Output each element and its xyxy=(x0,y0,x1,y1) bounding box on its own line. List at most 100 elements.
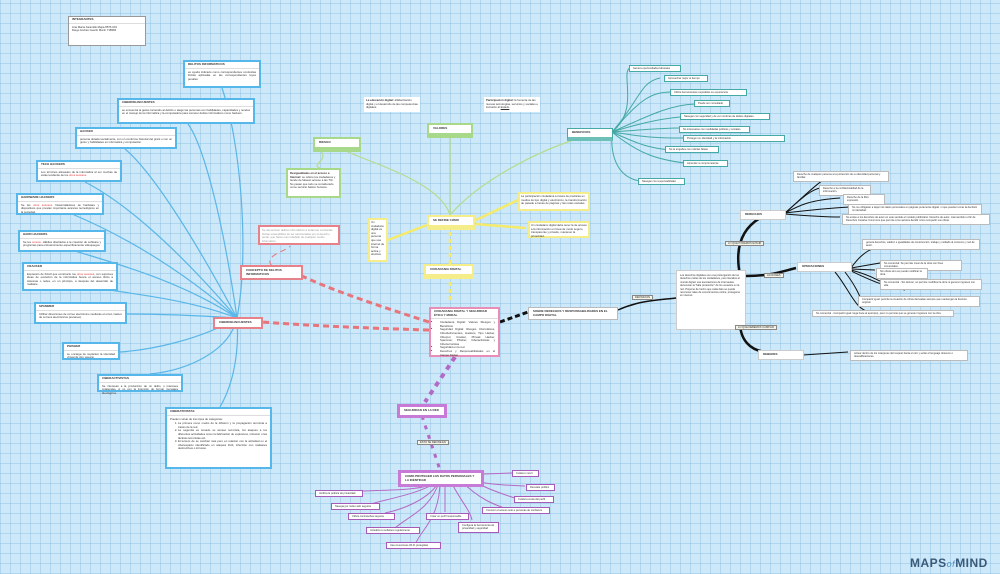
desigualdades-text: Desigualdades en el acceso a Internet: s… xyxy=(286,168,341,198)
deber-leaf: Actuar dentro de los márgenes del respet… xyxy=(850,350,968,361)
proteccion-leaf: Conocer el acceso solo a personas de con… xyxy=(482,507,550,515)
box-title: TECH HACKERS xyxy=(38,162,120,169)
box-title: HARDWARE HACKERS xyxy=(18,195,102,202)
box-body: Infiltrar direcciones de correo electrón… xyxy=(39,311,122,320)
box-title: HARD HACKERS xyxy=(20,232,104,239)
highlight: otros sucesos xyxy=(76,271,95,276)
ciudadania-digital-hub[interactable]: CIUDADANIA DIGITAL xyxy=(424,264,474,279)
beneficio-leaf: Navegar con responsabilidad xyxy=(638,178,685,186)
bullet: Ciudadanía Digital: Valores Riesgos y Be… xyxy=(440,320,495,328)
teal-connectors xyxy=(611,67,696,182)
seguridad-red-hub[interactable]: SEGURIDAD EN LA RED xyxy=(397,404,447,418)
box-body: se encarga de suplantar la identidad vir… xyxy=(67,351,115,360)
box-body: Pueden cursar de tres tipos de categoría… xyxy=(170,416,223,421)
box-body: , con suprimes ideas de evolución de la … xyxy=(27,271,114,287)
derecho-leaf: No existe a los derechos de autor en est… xyxy=(842,214,990,225)
ciberdelincuentes-hub[interactable]: CIBERDELINCUENTES xyxy=(213,317,263,329)
proteccion-leaf: Cuida tu móvil xyxy=(512,470,539,478)
bold-lead: Desigualdades en el acceso a Internet: xyxy=(290,171,330,179)
beneficio-leaf: No interesarse con medidadas políticas y… xyxy=(679,126,750,134)
proteger-datos-hub[interactable]: COMO PROTEGER LOS DATOS PERSONALES Y LA … xyxy=(398,470,484,488)
green-connectors xyxy=(316,135,581,216)
maps-of-mind-logo: MAPSofMIND xyxy=(910,556,988,570)
participacion-text: La participación ciudadana a través de p… xyxy=(518,192,590,211)
box-title: SPAMMER xyxy=(36,304,125,311)
box-title: CIBERACTIVISTAS xyxy=(99,376,181,383)
member-2: Diego Andrés Guarín Marín 718966 xyxy=(72,28,117,33)
text-body: alfabetización digital y el desarrollo d… xyxy=(366,98,418,110)
deberes-hub[interactable]: DEBERES xyxy=(758,350,804,360)
proteccion-leaf: Usa conexiones Wi-Fi protegidas xyxy=(386,542,441,550)
beneficio-leaf: Aprovechar mejor el tiempo xyxy=(664,75,708,83)
participacion-digital-text: Participación digital: la fomenta de las… xyxy=(484,97,540,112)
bold-lead: Participación digital: xyxy=(486,98,514,102)
box-body: persona dotada socialmente, con un confo… xyxy=(80,136,172,145)
acceso-info-text: Un ciudadano digital debe tener la de ac… xyxy=(528,221,590,238)
beneficio-leaf: Genera oportunidades laborales xyxy=(629,65,681,73)
box-title: CIBERATIVISTAS xyxy=(167,409,270,416)
operacion-leaf: No comercial - Compartir igual: tiega ha… xyxy=(812,310,954,318)
info-title: INTEGRANTES xyxy=(69,17,145,24)
box-body: Los términos alineados de la informática… xyxy=(41,169,117,178)
proteccion-leaf: Cuida la cuota del perfil xyxy=(514,496,554,504)
operacion-leaf: Compartir igual: permite la creación de … xyxy=(858,296,980,307)
box-body: se encuentra la gestá contenido al delin… xyxy=(122,107,250,116)
bullet: Seguridad en la red xyxy=(440,346,495,350)
proteccion-leaf: Desvíate público xyxy=(526,484,555,492)
se-define-hub[interactable]: SE DEFINE COMO xyxy=(427,215,475,230)
operaciones-hub[interactable]: OPERACIONES xyxy=(797,262,852,272)
red-connectors xyxy=(261,245,430,332)
link[interactable]: Estado xyxy=(500,105,510,110)
exigir-label: LO QUE PODEMOS EXIGIR xyxy=(725,241,765,246)
bullet: Derechos y Responsabilidades en el Campo… xyxy=(440,349,495,357)
bold-lead: La educación digital: xyxy=(366,98,394,102)
yellow-connectors xyxy=(387,198,526,300)
logo-part: MIND xyxy=(955,556,988,570)
derechos-responsabilidades-hub[interactable]: SOBRE DERECHOS Y RESPONSABILIDADES EN EL… xyxy=(528,307,618,321)
box-body: es ayudá indicado como correspondientes … xyxy=(188,69,256,81)
beneficios-hub[interactable]: BENEFICIOS xyxy=(567,128,613,141)
central-topic[interactable]: CIUDADANIA DIGITAL Y SEGURIDAD ÉTICA Y M… xyxy=(429,307,500,357)
riesgo-hub[interactable]: RIESGO xyxy=(313,137,361,152)
valores-hub[interactable]: VALORES xyxy=(427,123,473,138)
se-define-en-label: ÉSTO SE DEFINE EN xyxy=(417,440,449,445)
logo-part: MAPS xyxy=(910,556,947,570)
proteccion-leaf: Verifica la política de privacidad xyxy=(315,490,363,498)
concepto-delitos-hub[interactable]: CONCEPTO DE DELITOS INFORMATICOS xyxy=(240,265,303,281)
beneficio-leaf: Puede ser consultado xyxy=(694,100,730,108)
box-body: . Hábiles diseñados a la creación de sof… xyxy=(23,239,101,248)
acciones-label: ACCIONES xyxy=(764,273,784,278)
cumplir-label: LO QUE DEBEMOS CUMPLIR xyxy=(735,325,777,330)
proteccion-leaf: Crear un perfil responsable xyxy=(426,513,469,521)
beneficio-leaf: Utiliza herramientas mejorables su exper… xyxy=(670,89,747,97)
proteccion-leaf: Utiliza contraseñas seguras xyxy=(348,513,395,521)
box-body-pre: Se les xyxy=(23,239,31,244)
member-1: Ana María Jaramillo Mejía 8576 001 xyxy=(72,24,117,29)
derechos-hub[interactable]: DERECHOS xyxy=(740,210,786,220)
ciudadano-digital-text: Un ciudadano digital es una persona que … xyxy=(368,218,388,262)
box-body: Se interesan a la producción de un delit… xyxy=(102,383,178,395)
box-body-pre: Expresión de fícticil que constructo los xyxy=(27,271,76,276)
logo-part: of xyxy=(946,559,956,569)
operacion-leaf: No comercial - Sin derivar, no permite m… xyxy=(880,279,982,290)
definicion-label: DEFINICION xyxy=(632,295,653,300)
concepto-text: Se denominan delitos informáticos a toda… xyxy=(258,225,340,245)
beneficio-leaf: Protegen su identidad y la información xyxy=(683,135,785,143)
beneficio-leaf: Navegar con seguridad y de ver nombres d… xyxy=(680,113,770,121)
operacion-leaf: genera derechos, validez e igualdades de… xyxy=(862,239,980,250)
proteccion-leaf: Navega por redes web seguras xyxy=(331,503,380,511)
box-title: DELITOS INFORMATICOS xyxy=(185,62,259,69)
box-title: PHISHER xyxy=(64,344,118,351)
bullet: Seguridad Digital: Riesgos Informáticos,… xyxy=(440,328,495,346)
